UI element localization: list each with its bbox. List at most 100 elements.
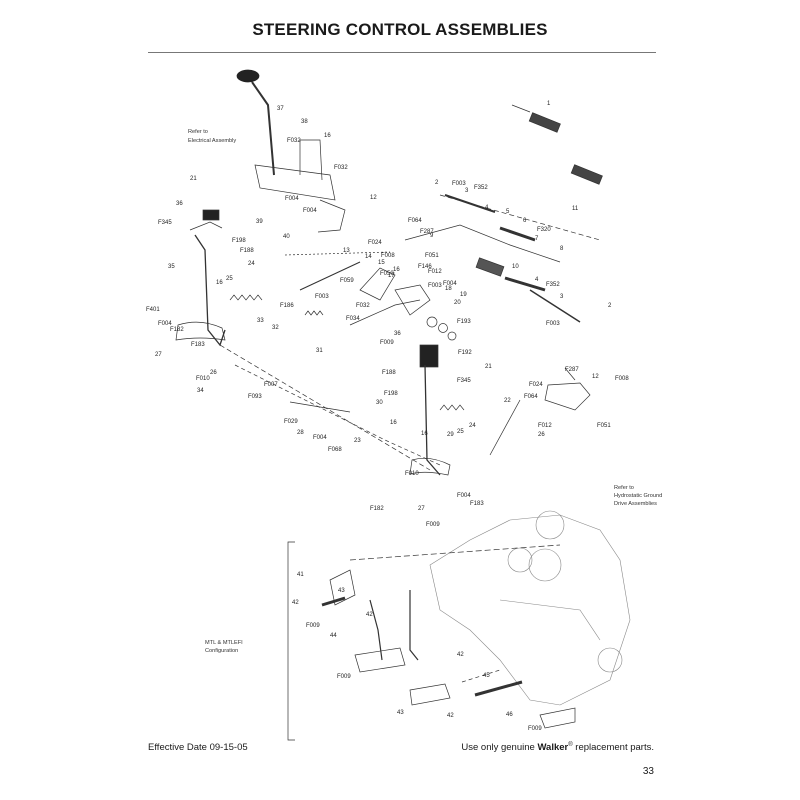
- note-electrical-line2: Electrical Assembly: [188, 138, 236, 144]
- callout-label: F352: [474, 185, 488, 191]
- note-mtl-line2: Configuration: [205, 648, 238, 654]
- callout-label: 36: [176, 201, 183, 207]
- callout-label: 24: [248, 261, 255, 267]
- callout-label: 26: [538, 432, 545, 438]
- callout-label: 2: [435, 180, 439, 186]
- callout-label: F009: [306, 623, 320, 629]
- callout-label: F009: [528, 726, 542, 732]
- callout-label: F182: [170, 327, 184, 333]
- note-hydro-line3: Drive Assemblies: [614, 501, 657, 507]
- callout-label: 16: [390, 420, 397, 426]
- damper-upper: [475, 257, 505, 277]
- spring-tube-11: [570, 164, 603, 185]
- callout-label: F183: [191, 342, 205, 348]
- callout-label: F186: [280, 303, 294, 309]
- callout-label: 5: [506, 209, 510, 215]
- footer-reg: ®: [568, 742, 573, 748]
- callout-label: 27: [155, 352, 162, 358]
- callout-label: F007: [264, 382, 278, 388]
- note-hydro-line2: Hydrostatic Ground: [614, 493, 662, 499]
- callout-label: 15: [378, 260, 385, 266]
- callout-label: 14: [365, 254, 372, 260]
- callout-label: F008: [381, 253, 395, 259]
- callout-label: 42: [366, 612, 373, 618]
- callout-label: 4: [485, 205, 489, 211]
- callout-label: 33: [257, 318, 264, 324]
- callout-label: 17: [388, 273, 395, 279]
- callout-label: 12: [370, 195, 377, 201]
- callout-label: 9: [430, 233, 434, 239]
- callout-label: F198: [232, 238, 246, 244]
- callout-label: 12: [592, 374, 599, 380]
- callout-label: 44: [330, 633, 337, 639]
- lever-shaft: [251, 81, 275, 176]
- tie-rod-upper: [444, 194, 496, 213]
- callout-label: 32: [272, 325, 279, 331]
- callout-label: F034: [346, 316, 360, 322]
- callout-label: 1: [547, 101, 551, 107]
- callout-label: F009: [337, 674, 351, 680]
- center-link: [299, 261, 361, 291]
- callout-label: 25: [457, 429, 464, 435]
- callout-label: 19: [460, 292, 467, 298]
- lever-knob: [236, 69, 260, 83]
- title-rule: [148, 52, 656, 53]
- callout-label: F004: [303, 208, 317, 214]
- spring-tube-1: [528, 112, 561, 133]
- callout-label: F003: [315, 294, 329, 300]
- left-control-arm: [194, 234, 226, 347]
- footer-suffix: replacement parts.: [572, 742, 654, 754]
- callout-label: F345: [457, 378, 471, 384]
- callout-label: 39: [256, 219, 263, 225]
- callout-label: F192: [458, 350, 472, 356]
- callout-label: F004: [457, 493, 471, 499]
- callout-label: F352: [546, 282, 560, 288]
- spring-right: [439, 404, 465, 411]
- callout-label: 8: [560, 246, 564, 252]
- callout-label: 27: [418, 506, 425, 512]
- callout-label: 13: [343, 248, 350, 254]
- left-handle-grip: [202, 209, 220, 221]
- callout-label: 6: [523, 218, 527, 224]
- callout-label: 21: [190, 176, 197, 182]
- lever-bracket: [254, 164, 336, 201]
- callout-label: 43: [338, 588, 345, 594]
- callout-label: 34: [197, 388, 204, 394]
- callout-label: 36: [394, 331, 401, 337]
- callout-label: 43: [397, 710, 404, 716]
- page-title: STEERING CONTROL ASSEMBLIES: [252, 20, 548, 39]
- callout-label: F024: [368, 240, 382, 246]
- callout-label: 16: [393, 267, 400, 273]
- right-bracket: [544, 382, 591, 411]
- callout-label: F188: [240, 248, 254, 254]
- callout-label: F146: [418, 264, 432, 270]
- callout-label: 45: [483, 673, 490, 679]
- cross-rod: [284, 251, 391, 256]
- callout-label: F051: [597, 423, 611, 429]
- callout-label: 16: [421, 431, 428, 437]
- callout-label: F401: [146, 307, 160, 313]
- callout-label: 11: [572, 206, 579, 212]
- callout-label: 3: [465, 188, 469, 194]
- callout-label: F064: [524, 394, 538, 400]
- callout-label: F010: [196, 376, 210, 382]
- callout-label: F004: [158, 321, 172, 327]
- callout-label: F059: [340, 278, 354, 284]
- callout-label: 2: [608, 303, 612, 309]
- callout-label: 28: [297, 430, 304, 436]
- effective-date: Effective Date 09-15-05: [148, 742, 248, 753]
- callout-label: 20: [454, 300, 461, 306]
- callout-labels: 373816F032F032F004F004392136F345F198F188…: [146, 101, 629, 732]
- callout-label: 31: [316, 348, 323, 354]
- callout-label: 38: [301, 119, 308, 125]
- callout-label: F287: [420, 229, 434, 235]
- callout-label: F024: [529, 382, 543, 388]
- callout-label: 40: [283, 234, 290, 240]
- callout-label: F009: [426, 522, 440, 528]
- callout-label: F003: [452, 181, 466, 187]
- callout-label: F032: [287, 138, 301, 144]
- callout-label: F003: [428, 283, 442, 289]
- footer-brand: Walker: [537, 742, 569, 754]
- spring-center: [304, 310, 324, 316]
- callout-label: F004: [285, 196, 299, 202]
